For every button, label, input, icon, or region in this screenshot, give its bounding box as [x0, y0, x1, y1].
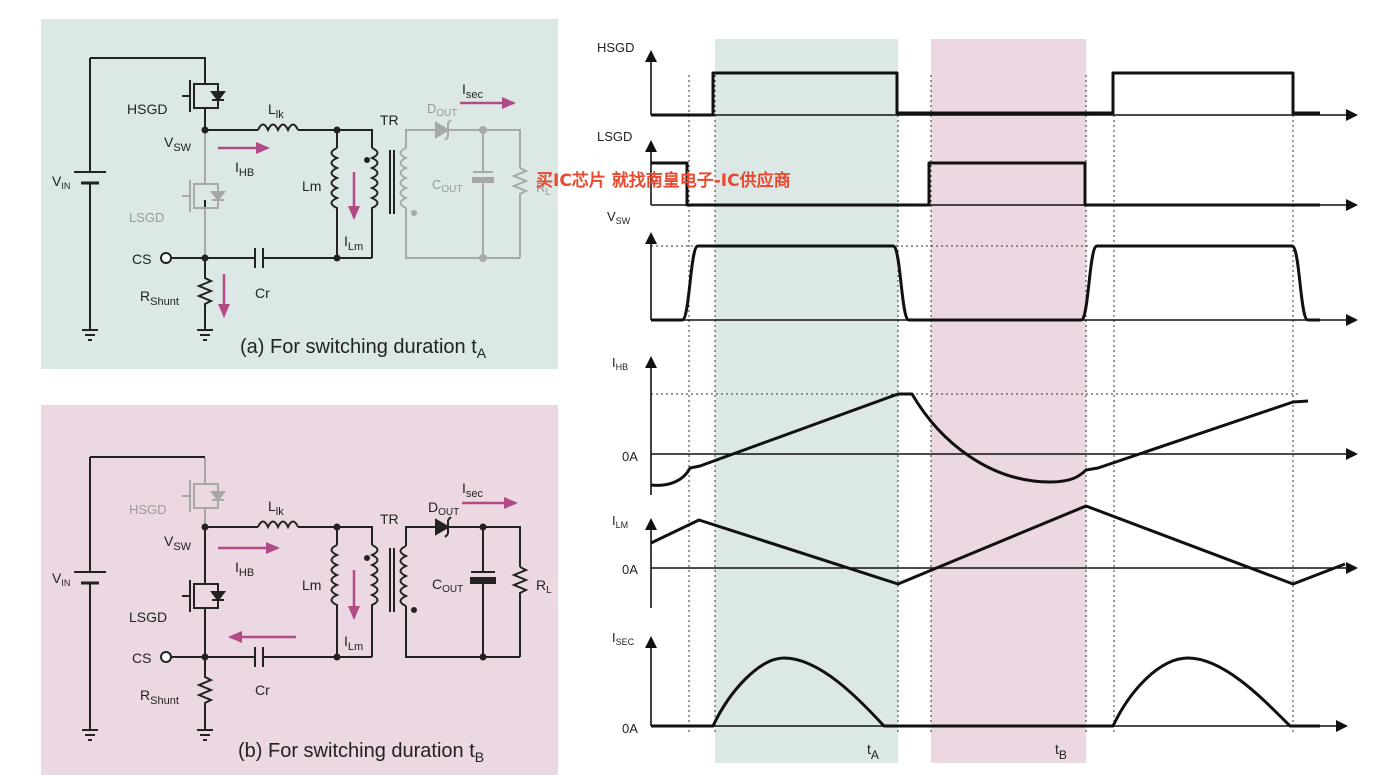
timing-diagram: HSGD LSGD VSW IHB ILM ISEC 0A 0A 0A tA t…	[597, 39, 1358, 763]
cr-label-b: Cr	[255, 682, 270, 698]
ta-label: tA	[867, 741, 879, 762]
tr-label-b: TR	[380, 511, 399, 527]
watermark-text: 买IC芯片 就找南皇电子-IC供应商	[536, 170, 791, 191]
vin-label-a: VIN	[52, 173, 70, 191]
panel-a-current-arrows	[218, 97, 516, 318]
cs-label-a: CS	[132, 251, 151, 267]
panel-b-background	[41, 405, 558, 775]
hsgd-axis-label: HSGD	[597, 40, 635, 55]
cout-label-a: COUT	[432, 177, 463, 195]
waveform-traces	[650, 71, 1346, 728]
lsgd-label-b: LSGD	[129, 609, 167, 625]
rshunt-label-a: RShunt	[140, 288, 179, 308]
circuit-panel-a: VIN HSGD LSGD VSW Llk TR DOUT Isec IHB L…	[41, 19, 558, 369]
cs-terminal-a	[160, 252, 172, 264]
tb-highlight	[931, 39, 1086, 763]
lsgd-label-a: LSGD	[129, 210, 164, 225]
isec-trace	[651, 656, 1320, 728]
dout-label-b: DOUT	[428, 499, 459, 518]
ilm-label-a: ILm	[344, 233, 363, 253]
cout-label-b: COUT	[432, 576, 463, 595]
rshunt-label-b: RShunt	[140, 687, 179, 707]
isec-label-a: Isec	[462, 81, 484, 101]
panel-a-lowside-mosfet	[182, 130, 226, 258]
panel-a-secondary	[399, 119, 529, 262]
ilm-label-b: ILm	[344, 633, 363, 653]
hsgd-label-b: HSGD	[129, 502, 167, 517]
panel-b-labels: VIN HSGD LSGD VSW Llk TR DOUT Isec IHB L…	[52, 480, 552, 765]
isec-zero-label: 0A	[622, 721, 638, 736]
lm-label-b: Lm	[302, 577, 321, 593]
panel-b-current-arrows	[218, 497, 518, 643]
ilm-zero-label: 0A	[622, 562, 638, 577]
ihb-trace	[650, 392, 1309, 487]
dout-label-a: DOUT	[427, 101, 458, 119]
llk-label-b: Llk	[268, 498, 284, 518]
ihb-label-b: IHB	[235, 559, 254, 579]
panel-b-nodes	[201, 523, 487, 661]
panel-a-labels: VIN HSGD LSGD VSW Llk TR DOUT Isec IHB L…	[52, 81, 551, 361]
isec-label-b: Isec	[462, 480, 484, 500]
waveform-labels: HSGD LSGD VSW IHB ILM ISEC 0A 0A 0A tA t…	[597, 40, 1067, 762]
ilm-axis-label: ILM	[612, 513, 628, 530]
ihb-zero-label: 0A	[622, 449, 638, 464]
caption-a: (a) For switching duration tA	[240, 336, 487, 361]
vsw-label-a: VSW	[164, 134, 192, 154]
cs-terminal-b	[160, 651, 172, 663]
caption-b: (b) For switching duration tB	[238, 740, 484, 765]
time-guides	[651, 75, 1300, 735]
panel-a-nodes	[201, 126, 341, 262]
circuit-panel-b: VIN HSGD LSGD VSW Llk TR DOUT Isec IHB L…	[41, 405, 558, 775]
vsw-label-b: VSW	[164, 533, 192, 553]
hsgd-label-a: HSGD	[127, 101, 167, 117]
ihb-axis-label: IHB	[612, 355, 628, 372]
lsgd-trace	[651, 161, 1320, 207]
vsw-trace	[651, 244, 1320, 322]
panel-a-background	[41, 19, 558, 369]
isec-axis-label: ISEC	[612, 630, 635, 647]
vsw-axis-label: VSW	[607, 209, 631, 226]
panel-a-wiring	[74, 57, 395, 341]
cs-label-b: CS	[132, 650, 151, 666]
llk-label-a: Llk	[268, 101, 284, 121]
tb-label: tB	[1055, 741, 1067, 762]
rl-label-b: RL	[536, 577, 552, 596]
ilm-trace	[650, 504, 1346, 586]
cr-label-a: Cr	[255, 285, 270, 301]
lsgd-axis-label: LSGD	[597, 129, 632, 144]
tr-label-a: TR	[380, 112, 399, 128]
ta-highlight	[715, 39, 898, 763]
ihb-label-a: IHB	[235, 159, 254, 179]
hsgd-trace	[651, 71, 1320, 117]
panel-b-wiring	[74, 456, 529, 741]
vin-label-b: VIN	[52, 570, 70, 588]
panel-b-highside-mosfet	[182, 458, 226, 527]
lm-label-a: Lm	[302, 178, 321, 194]
rl-label-a: RL	[536, 180, 551, 198]
